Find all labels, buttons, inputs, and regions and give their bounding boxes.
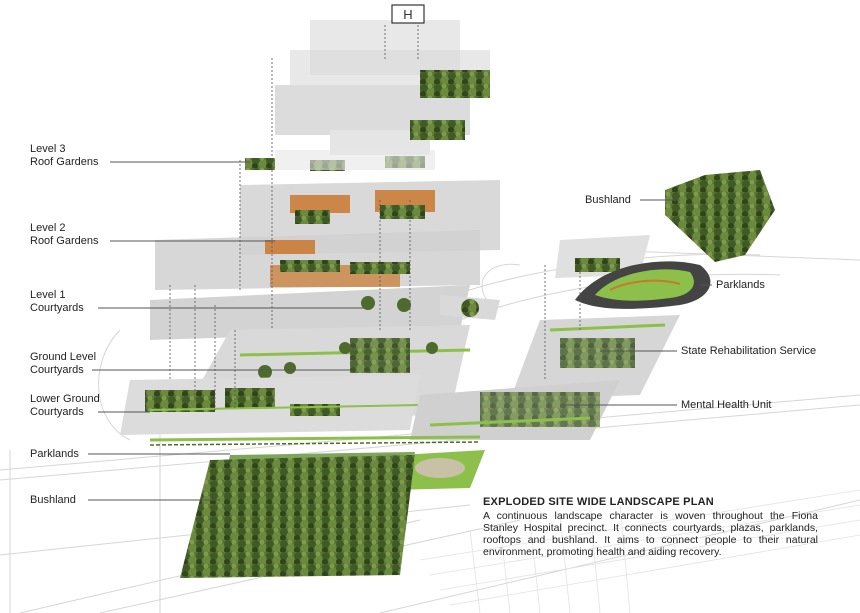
label-ground-level: Ground Level Courtyards <box>30 351 96 377</box>
label-lower-ground-line2: Courtyards <box>30 406 84 418</box>
label-level-2-line1: Level 2 <box>30 222 66 234</box>
label-ground-line1: Ground Level <box>30 351 97 363</box>
label-level-3-line1: Level 3 <box>30 143 66 155</box>
label-ground-line2: Courtyards <box>30 364 84 376</box>
tree-band <box>149 435 481 446</box>
level-3-roof: H <box>245 4 490 171</box>
label-level-2: Level 2 Roof Gardens <box>30 222 98 248</box>
label-parklands-west: Parklands <box>30 448 79 460</box>
leader-lines <box>88 161 712 501</box>
helipad-mark: H <box>403 7 412 22</box>
label-level-2-line2: Roof Gardens <box>30 235 99 247</box>
plan-heading: EXPLODED SITE WIDE LANDSCAPE PLAN <box>483 496 714 508</box>
east-wing <box>410 235 680 440</box>
stack-lines <box>169 25 581 410</box>
label-parklands-east: Parklands <box>716 279 765 291</box>
label-level-1-line2: Courtyards <box>30 302 84 314</box>
parklands-east <box>575 261 711 309</box>
bushland-west <box>180 455 415 578</box>
label-level-1: Level 1 Courtyards <box>30 289 84 315</box>
label-bushland-west: Bushland <box>30 494 76 506</box>
lower-ground-courtyards <box>120 375 421 435</box>
level-2-roof <box>155 180 500 290</box>
helipad: H <box>391 4 425 24</box>
label-lower-ground-line1: Lower Ground <box>30 393 100 405</box>
bushland-east <box>665 170 775 262</box>
label-mental-health: Mental Health Unit <box>681 399 772 411</box>
parking-grid <box>419 489 860 613</box>
plan-description: A continuous landscape character is wove… <box>483 510 818 558</box>
label-level-3: Level 3 Roof Gardens <box>30 143 98 169</box>
label-bushland-east: Bushland <box>585 194 631 206</box>
label-level-1-line1: Level 1 <box>30 289 66 301</box>
label-state-rehab: State Rehabilitation Service <box>681 345 817 357</box>
label-lower-ground: Lower Ground Courtyards <box>30 393 100 419</box>
label-level-3-line2: Roof Gardens <box>30 156 99 168</box>
level-1-courtyards <box>150 285 500 340</box>
